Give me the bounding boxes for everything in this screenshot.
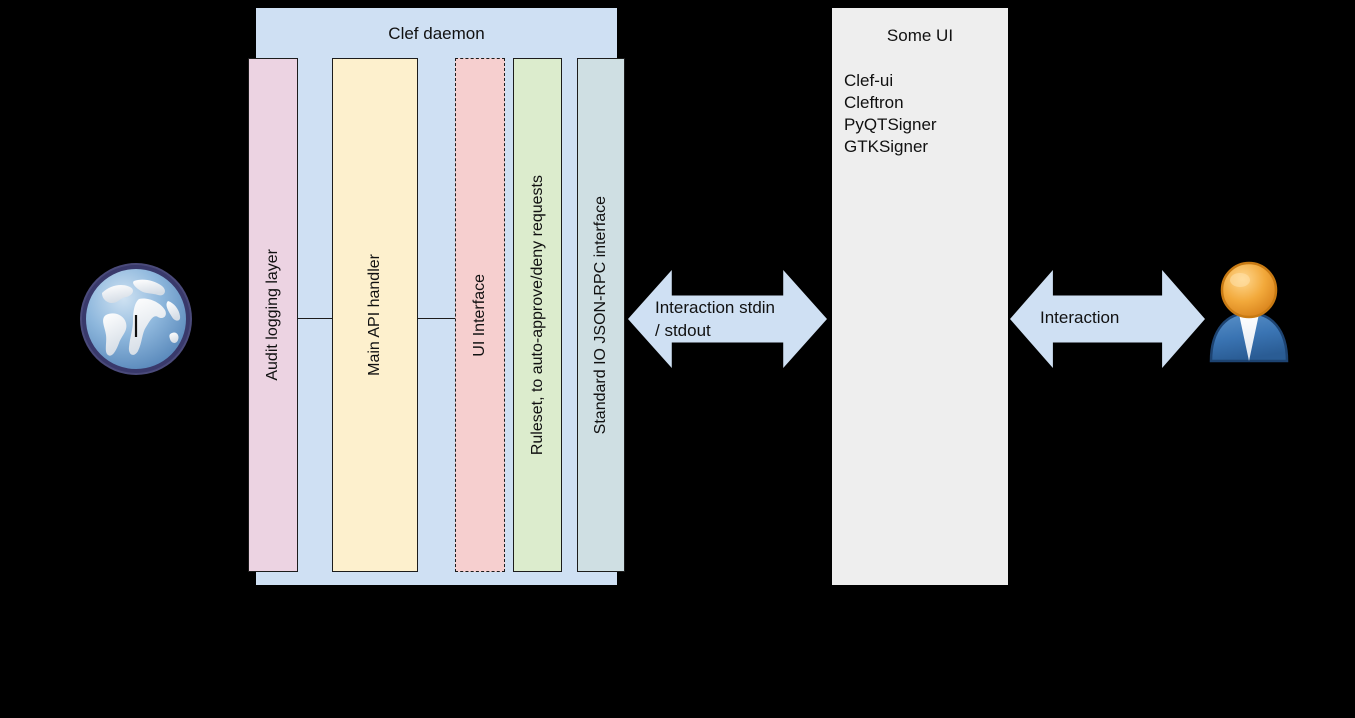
list-item: Clef-ui: [844, 71, 894, 90]
box-ruleset-label: Ruleset, to auto-approve/deny requests: [528, 174, 546, 456]
clef-daemon-title: Clef daemon: [388, 24, 485, 43]
box-ui-interface-label: UI Interface: [471, 273, 488, 357]
arrow-interaction-stdin-stdout-label: Interaction stdin / stdout: [655, 298, 776, 340]
some-ui-list: Clef-ui Cleftron PyQTSigner GTKSigner: [844, 70, 937, 158]
some-ui-panel: Some UI Clef-ui Cleftron PyQTSigner GTKS…: [832, 8, 1008, 585]
box-main-api-handler[interactable]: Main API handler: [332, 58, 418, 572]
connector-line-segment: [418, 318, 456, 319]
list-item: GTKSigner: [844, 137, 929, 156]
box-audit-logging-layer[interactable]: Audit logging layer: [248, 58, 298, 572]
some-ui-title: Some UI: [886, 26, 954, 45]
box-standard-io-json-rpc-interface[interactable]: Standard IO JSON-RPC interface: [577, 58, 625, 572]
globe-icon: [76, 259, 196, 379]
clef-daemon-container: Clef daemon: [256, 8, 617, 585]
box-main-api-handler-label: Main API handler: [366, 254, 383, 376]
list-item: PyQTSigner: [844, 115, 937, 134]
box-audit-logging-layer-label: Audit logging layer: [264, 249, 281, 381]
user-icon: [1203, 257, 1295, 365]
box-standard-io-json-rpc-interface-label: Standard IO JSON-RPC interface: [592, 195, 609, 435]
connector-line-segment: [298, 318, 333, 319]
list-item: Cleftron: [844, 93, 904, 112]
box-ruleset[interactable]: Ruleset, to auto-approve/deny requests: [513, 58, 562, 572]
box-ui-interface[interactable]: UI Interface: [455, 58, 505, 572]
arrow-interaction-label: Interaction: [1040, 308, 1120, 327]
